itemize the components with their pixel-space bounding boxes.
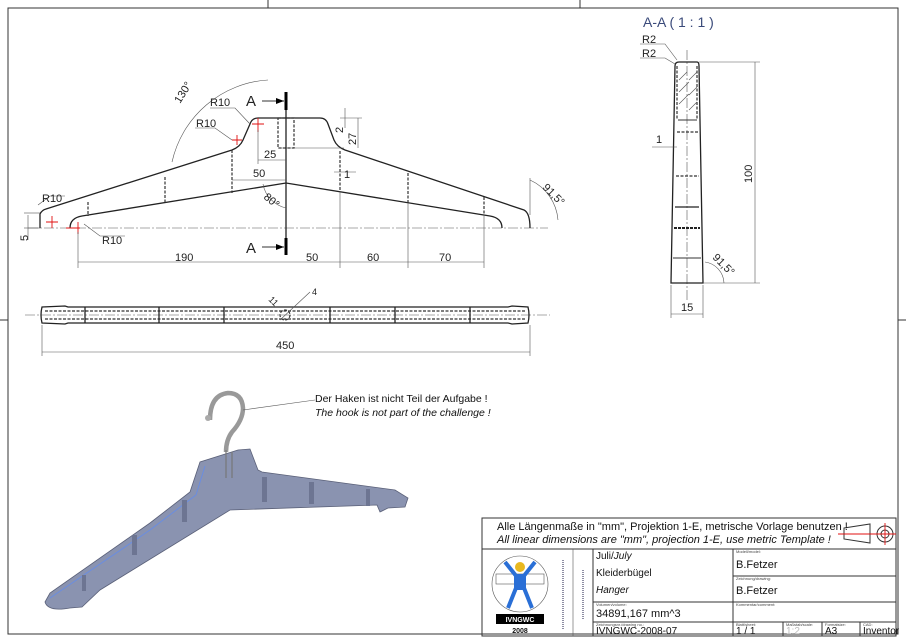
dim-1: 1: [344, 169, 350, 181]
volume-value: 34891,167 mm^3: [596, 608, 681, 620]
cad-label: CAD:: [863, 621, 873, 627]
dim-70: 70: [439, 252, 451, 264]
front-view: 190 50 60 70 50 25 1 27 2 5 130° 80° 91,…: [19, 79, 567, 268]
drawing-no-label: Zeichnungsnr./drawing no.:: [596, 621, 645, 627]
note-leader: [242, 399, 316, 411]
title-block-frame: [481, 517, 897, 637]
radius-label: R2: [642, 34, 656, 46]
dimension-lines: [24, 79, 559, 268]
dim-5: 5: [19, 235, 31, 241]
volume-label: Volumen/volume:: [596, 602, 627, 607]
dim-25: 25: [264, 149, 276, 161]
hook-note-de: Der Haken ist nicht Teil der Aufgabe !: [315, 393, 488, 405]
hook-image: [207, 390, 246, 453]
section-view: A-A ( 1 : 1 ) 100 15 1 91,5° R2 R2: [640, 14, 760, 318]
header-de: Alle Längenmaße in "mm", Projektion 1-E,…: [497, 521, 848, 533]
sheet-border: [7, 7, 899, 635]
format-label: Formatsize:: [825, 621, 846, 627]
drawing-no: IVNGWC-2008-07: [596, 626, 678, 637]
section-marker-top: A: [246, 93, 256, 110]
radius-label: R10: [196, 118, 216, 130]
radius-label: R2: [642, 48, 656, 60]
scale-label: Maßstab/scale:: [786, 621, 814, 627]
part-name-en: Hanger: [596, 585, 629, 596]
sheet-value: 1 / 1: [736, 626, 756, 637]
logo-year: 2008: [512, 628, 528, 635]
format-value: A3: [825, 626, 838, 637]
model-label: Modell/model:: [736, 549, 761, 554]
projection-symbol-icon: [838, 523, 896, 545]
dim-2: 2: [334, 127, 346, 133]
dim-15: 15: [681, 302, 693, 314]
hook-hole: [279, 309, 291, 321]
dim-50-top: 50: [253, 168, 265, 180]
dim-450: 450: [276, 340, 294, 352]
section-marker-bottom: A: [246, 240, 256, 257]
dim-11: 11: [267, 294, 281, 308]
comment-label: Kommentar/comment:: [736, 602, 776, 607]
dim-4: 4: [312, 287, 317, 297]
top-view: 450 11 4: [25, 287, 550, 356]
dim-60: 60: [367, 252, 379, 264]
part-name-de: Kleiderbügel: [596, 568, 652, 579]
dim-190: 190: [175, 252, 193, 264]
angle-91-5: 91,5°: [540, 182, 567, 209]
model-author: B.Fetzer: [736, 559, 778, 571]
hanger-3d-model: [44, 390, 409, 610]
drawing-label: Zeichnung/drawing:: [736, 576, 771, 581]
month-en: July: [613, 551, 632, 562]
logo-text: IVNGWC: [506, 617, 535, 624]
ivngwc-logo: IVNGWC 2008: [491, 555, 584, 635]
dim-100: 100: [743, 165, 755, 183]
dim-1-wall: 1: [656, 134, 662, 146]
angle-130: 130°: [172, 80, 194, 106]
sheet-label: Blatt/sheet:: [736, 621, 757, 627]
month: Juli/July: [596, 552, 632, 562]
scale-value: 1:2: [786, 626, 800, 637]
angle-80: 80°: [261, 191, 281, 211]
radius-label: R10: [210, 97, 230, 109]
header-en: All linear dimensions are "mm", projecti…: [497, 534, 831, 546]
hook-note-en: The hook is not part of the challenge !: [315, 407, 491, 419]
radius-label: R10: [42, 193, 62, 205]
radius-label: R10: [102, 235, 122, 247]
cad-value: Inventor: [863, 626, 900, 637]
dim-27: 27: [347, 133, 359, 145]
drawing-author: B.Fetzer: [736, 585, 778, 597]
month-de: Juli/: [596, 551, 614, 562]
dim-50: 50: [306, 252, 318, 264]
section-title: A-A ( 1 : 1 ): [643, 14, 714, 30]
